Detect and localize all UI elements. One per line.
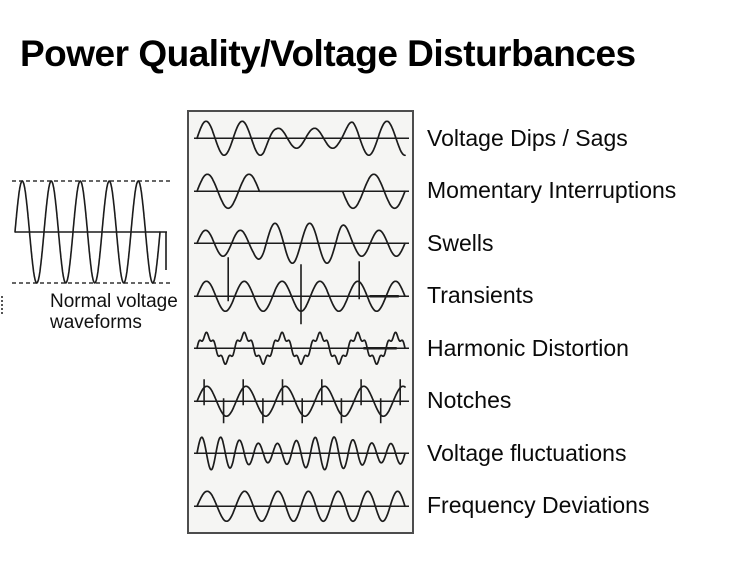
notches-waveform xyxy=(194,378,409,423)
waveform-row-momentary-interruptions xyxy=(189,165,412,218)
momentary-interruptions-waveform xyxy=(194,172,409,209)
harmonic-distortion-waveform xyxy=(194,331,409,366)
left-edge-tick-mark xyxy=(1,296,3,314)
voltage-fluctuations-waveform xyxy=(194,436,409,471)
page-title: Power Quality/Voltage Disturbances xyxy=(20,33,636,74)
waveform-row-harmonic-distortion xyxy=(189,322,412,375)
caption-line-2: waveforms xyxy=(50,312,142,333)
label-frequency-deviations: Frequency Deviations xyxy=(427,492,650,519)
caption-line-1: Normal voltage xyxy=(50,291,178,312)
transients-waveform xyxy=(194,256,409,324)
waveform-row-voltage-fluctuations xyxy=(189,427,412,480)
swells-waveform xyxy=(194,222,409,265)
waveform-row-swells xyxy=(189,217,412,270)
frequency-deviations-waveform xyxy=(194,489,409,522)
normal-waveform-caption: Normal voltage waveforms xyxy=(50,291,178,333)
label-voltage-fluctuations: Voltage fluctuations xyxy=(427,439,627,466)
label-voltage-dips-sags: Voltage Dips / Sags xyxy=(427,124,628,151)
disturbance-labels-column: Voltage Dips / Sags Momentary Interrupti… xyxy=(427,112,676,532)
label-harmonic-distortion: Harmonic Distortion xyxy=(427,334,629,361)
disturbance-waveforms-box xyxy=(187,110,414,534)
waveform-row-frequency-deviations xyxy=(189,480,412,533)
normal-waveform-panel: Normal voltage waveforms xyxy=(0,162,186,362)
waveform-row-transients xyxy=(189,256,412,324)
label-transients: Transients xyxy=(427,282,534,309)
label-notches: Notches xyxy=(427,387,512,414)
label-swells: Swells xyxy=(427,229,494,256)
waveform-row-voltage-dips xyxy=(189,112,412,165)
waveform-row-notches xyxy=(189,375,412,428)
voltage-dips-waveform xyxy=(194,120,409,157)
normal-waveform-graphic xyxy=(12,180,170,284)
label-momentary-interruptions: Momentary Interruptions xyxy=(427,177,677,204)
